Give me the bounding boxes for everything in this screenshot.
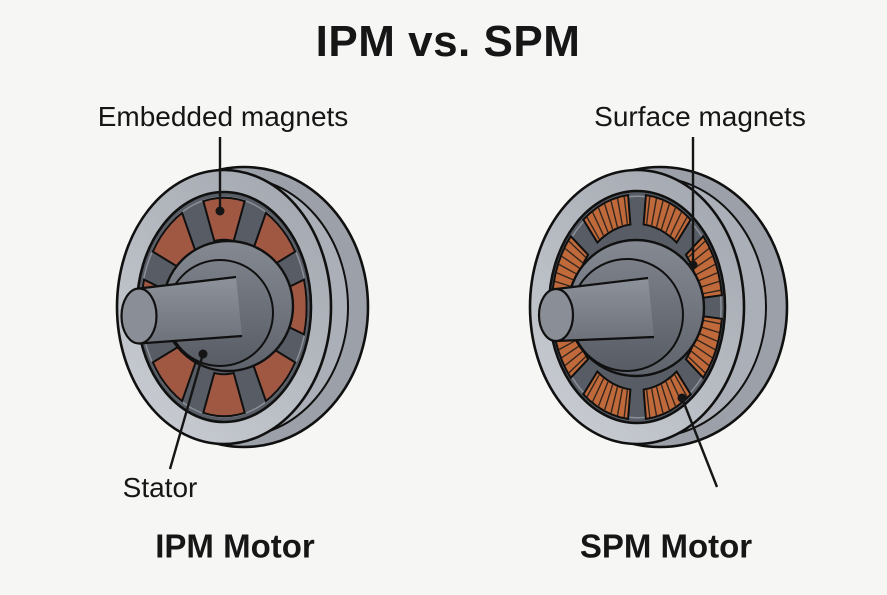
- stator-label: Stator: [122, 472, 198, 503]
- leader-lines: [168, 137, 719, 488]
- diagram-title: IPM vs. SPM: [315, 17, 581, 66]
- ipm-motor-caption: IPM Motor: [155, 527, 315, 565]
- spm-motor-caption: SPM Motor: [579, 527, 753, 565]
- surface-magnets-label: Surface magnets: [594, 101, 806, 132]
- embedded-magnets-label: Embedded magnets: [97, 101, 349, 132]
- ipm-motor-illustration: [115, 165, 370, 449]
- spm-motor-illustration: [528, 165, 789, 449]
